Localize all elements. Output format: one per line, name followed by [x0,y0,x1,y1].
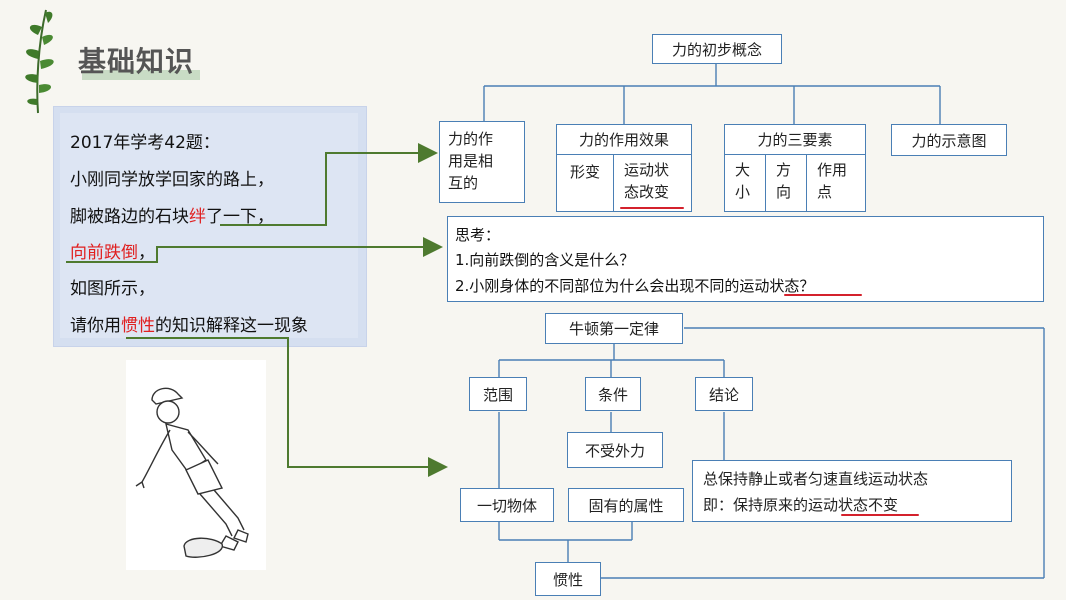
direction-line-1: 方 [776,161,792,179]
underline-motion-change [620,207,684,209]
question-line-4: 向前跌倒， [70,243,155,263]
mutual-line-2: 用是相 [448,152,494,170]
question-line-5: 如图所示， [70,279,155,299]
box-force-concept: 力的初步概念 [652,34,782,64]
point-line-1: 作用 [817,161,848,179]
point-line-2: 点 [817,183,833,201]
think-keyword-motion: 运动状态 [739,277,800,295]
leaf-decoration-icon [25,9,54,114]
slide-title: 基础知识 [78,45,195,78]
box-conclusion: 结论 [695,377,753,411]
box-magnitude: 大 小 [724,154,766,212]
underline-think-motion [784,294,862,296]
box-inertia: 惯性 [535,562,601,596]
statement-line-1: 总保持静止或者匀速直线运动状态 [703,470,929,488]
box-law-statement: 总保持静止或者匀速直线运动状态 即：保持原来的运动状态不变 [692,460,1012,522]
box-force-effect: 力的作用效果 [556,124,692,155]
box-three-elements: 力的三要素 [724,124,866,155]
question-line-6: 请你用惯性的知识解释这一现象 [70,316,308,336]
box-force-diagram: 力的示意图 [891,124,1007,156]
question-line-3: 脚被路边的石块绊了一下， [70,207,274,227]
motion-line-2: 态改变 [624,183,670,201]
magnitude-line-1: 大 [735,161,751,179]
mutual-line-3: 互的 [448,174,479,192]
box-scope: 范围 [469,377,527,411]
box-inherent-property: 固有的属性 [568,488,684,522]
motion-line-1: 运动状 [624,161,670,179]
highlight-fall: 向前跌倒 [70,243,138,263]
box-newton-first-law: 牛顿第一定律 [545,313,683,344]
statement-keyword-motion: 运动状态 [808,496,869,514]
question-line-2: 小刚同学放学回家的路上， [70,170,274,190]
underline-statement-motion [841,514,919,516]
box-direction: 方 向 [765,154,807,212]
highlight-inertia: 惯性 [121,316,155,336]
box-condition: 条件 [585,377,641,411]
magnitude-line-2: 小 [735,183,751,201]
direction-line-2: 向 [776,183,792,201]
box-no-external-force: 不受外力 [567,432,663,468]
box-all-objects: 一切物体 [460,488,554,522]
think-question-2: 2.小刚身体的不同部位为什么会出现不同的运动状态？ [455,277,815,295]
question-line-1: 2017年学考42题： [70,133,220,153]
highlight-ban: 绊 [189,207,206,227]
box-mutual-force: 力的作 用是相 互的 [439,121,525,203]
tripping-boy-figure [126,360,266,570]
think-heading: 思考： [455,226,501,244]
box-point-of-action: 作用 点 [806,154,866,212]
think-panel [447,216,1044,302]
think-question-1: 1.向前跌倒的含义是什么？ [455,251,635,269]
box-deformation: 形变 [556,154,614,212]
statement-line-2: 即：保持原来的运动状态不变 [703,496,899,514]
title-underline [82,70,200,80]
box-motion-change: 运动状 态改变 [613,154,692,212]
mutual-line-1: 力的作 [448,130,494,148]
